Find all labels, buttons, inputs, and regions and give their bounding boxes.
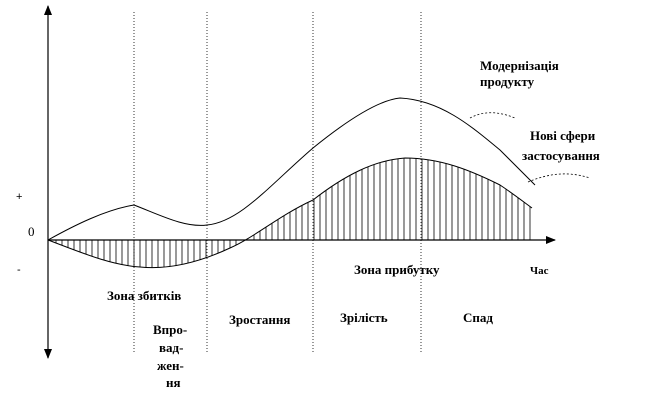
- zero-label: 0: [28, 224, 35, 239]
- decline-stage-label: Спад: [463, 310, 493, 325]
- profit-loss-hatching: [55, 158, 531, 268]
- plus-sign: +: [16, 191, 22, 203]
- growth-stage-label: Зростання: [229, 312, 290, 327]
- modernization-label: Модернізація продукту: [480, 58, 562, 89]
- maturity-stage-label: Зрілість: [340, 310, 388, 325]
- introduction-stage-label: Впро- вад- жен- ня: [153, 322, 190, 390]
- time-label: Час: [530, 265, 549, 277]
- new-spheres-label: Нові сфери застосування: [522, 128, 600, 163]
- modernization-extension: [469, 112, 516, 119]
- new-spheres-extension: [527, 173, 591, 183]
- profit-zone-label: Зона прибутку: [354, 262, 440, 277]
- loss-zone-label: Зона збитків: [107, 288, 181, 303]
- sales-curve: [47, 97, 536, 241]
- minus-sign: -: [17, 264, 21, 276]
- profit-curve: [47, 157, 533, 269]
